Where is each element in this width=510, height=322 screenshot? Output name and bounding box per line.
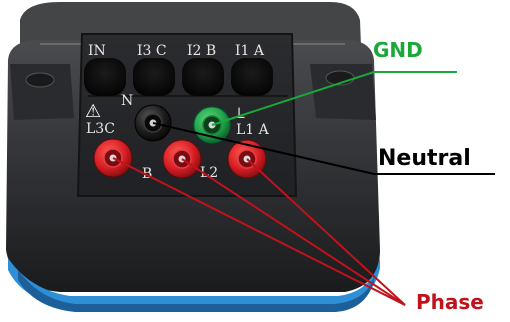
- phase-leader-line-l2: [181, 158, 406, 306]
- current-inputs: IN I3 C I2 B I1 A: [84, 43, 273, 96]
- voltage-labels: ⚠ N ⊥ L3C L1 A B L2: [85, 93, 270, 182]
- current-port-i2[interactable]: [182, 58, 224, 96]
- left-grip: [10, 64, 74, 120]
- callout-lines: [112, 71, 495, 306]
- phase-leader-line-l3: [112, 157, 406, 306]
- label-n: N: [121, 93, 133, 109]
- label-i3: I3 C: [137, 43, 167, 59]
- warning-icon: ⚠: [85, 101, 101, 122]
- label-i1: I1 A: [235, 43, 265, 59]
- neutral-leader-line: [152, 122, 495, 175]
- left-screw: [25, 72, 55, 88]
- gnd-callout: GND: [373, 38, 423, 62]
- label-b: B: [142, 166, 152, 182]
- gnd-leader-line: [211, 71, 457, 126]
- neutral-callout: Neutral: [378, 146, 471, 171]
- current-port-i1[interactable]: [231, 58, 273, 96]
- phase-leader-line-l1: [246, 158, 406, 306]
- label-l2: L2: [200, 165, 218, 181]
- blue-stripe: [8, 258, 380, 306]
- current-port-in[interactable]: [84, 58, 126, 96]
- phase-callout: Phase: [416, 290, 484, 314]
- label-in: IN: [88, 43, 106, 59]
- ground-symbol-icon: ⊥: [232, 104, 246, 122]
- label-l1: L1 A: [236, 122, 270, 138]
- label-i2: I2 B: [187, 43, 216, 59]
- label-l3: L3C: [86, 121, 115, 137]
- current-port-i3[interactable]: [133, 58, 175, 96]
